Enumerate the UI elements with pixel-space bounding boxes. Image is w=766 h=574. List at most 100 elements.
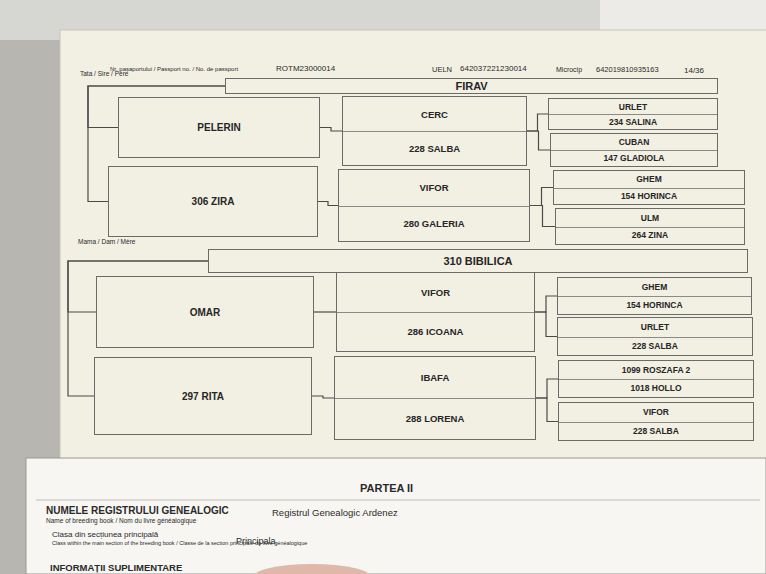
horse-name: OMAR: [190, 307, 221, 318]
text-cell: 1099 ROSZAFA 2: [559, 361, 753, 379]
dam-box: 306 ZIRA: [108, 166, 318, 237]
box-divider: [559, 422, 753, 423]
great-grandparents-box: VIFOR 228 SALBA: [558, 402, 754, 441]
great-grandparents-box: GHEM 154 HORINCA: [557, 277, 752, 315]
text-cell: 280 GALERIA: [339, 206, 529, 242]
pedigree-bracket: [527, 131, 550, 150]
text-cell: 288 LORENA: [335, 398, 535, 439]
box-divider: [559, 379, 753, 380]
pedigree-bracket: [68, 261, 208, 396]
sire-box: OMAR: [96, 276, 314, 348]
microchip-number: 642019810935163: [596, 65, 659, 74]
great-grandparents-box: URLET 228 SALBA: [557, 317, 753, 356]
horse-name: VIFOR: [421, 287, 450, 298]
horse-name: URLET: [619, 102, 647, 112]
text-cell: 228 SALBA: [559, 422, 753, 441]
dam-box: 297 RITA: [94, 357, 312, 435]
passport-number: ROTM23000014: [276, 64, 335, 73]
text-cell: 286 ICOANA: [337, 312, 534, 351]
horse-name: 154 HORINCA: [621, 191, 677, 201]
great-grandparents-box: URLET 234 SALINA: [548, 98, 718, 130]
field-label: Clasa din secțiunea principală: [52, 530, 158, 539]
field-label: NUMELE REGISTRULUI GENEALOGIC: [46, 505, 229, 516]
horse-name: 306 ZIRA: [192, 196, 235, 207]
great-grandparents-box: CUBAN 147 GLADIOLA: [550, 133, 718, 167]
pedigree-bracket: [530, 188, 553, 206]
pedigree-bracket: [530, 206, 555, 227]
horse-name: FIRAV: [455, 80, 487, 92]
grandparents-box: CERC228 SALBA: [342, 96, 527, 166]
horse-name: PELERIN: [197, 122, 240, 133]
horse-name: 310 BIBILICA: [443, 255, 512, 267]
text-cell: 228 SALBA: [558, 337, 752, 356]
pedigree-bracket: [312, 396, 334, 398]
horse-name: 147 GLADIOLA: [604, 153, 665, 163]
horse-name: 154 HORINCA: [626, 300, 682, 310]
text-cell: URLET: [558, 318, 752, 337]
section-heading: PARTEA II: [360, 482, 413, 494]
box-divider: [339, 206, 529, 207]
text-cell: CUBAN: [551, 134, 717, 150]
great-grandparents-box: GHEM 154 HORINCA: [553, 170, 745, 205]
text-cell: 234 SALINA: [549, 114, 717, 129]
text-cell: GHEM: [558, 278, 751, 296]
field-label: Microcip: [556, 66, 582, 73]
grandparents-box: VIFOR 280 GALERIA: [338, 169, 530, 242]
horse-name: CUBAN: [619, 137, 650, 147]
box-divider: [343, 131, 526, 132]
text-cell: 154 HORINCA: [558, 296, 751, 314]
text-cell: VIFOR: [339, 170, 529, 206]
horse-name: URLET: [641, 322, 669, 332]
pedigree-bracket: [68, 261, 208, 312]
horse-name-band: FIRAV: [225, 78, 718, 94]
pedigree-bracket: [535, 312, 557, 337]
grandparents-box: VIFOR 286 ICOANA: [336, 272, 535, 352]
text-cell: GHEM: [554, 171, 744, 188]
horse-name: ULM: [641, 213, 659, 223]
pedigree-bracket: [320, 128, 342, 132]
horse-name: 280 GALERIA: [403, 218, 464, 229]
text-cell: IBAFA: [335, 357, 535, 398]
horse-name: 228 SALBA: [633, 426, 679, 436]
page-number: 14/36: [684, 66, 704, 75]
field-label: INFORMAȚII SUPLIMENTARE: [50, 562, 182, 573]
box-divider: [549, 114, 717, 115]
horse-name: VIFOR: [419, 182, 448, 193]
field-label: Nr. pașaportului / Passport no. / No. de…: [110, 66, 238, 72]
horse-name: 1018 HOLLO: [630, 383, 681, 393]
horse-name-band: 310 BIBILICA: [208, 249, 748, 273]
pedigree-bracket: [314, 311, 336, 312]
field-label: Name of breeding book / Nom du livre gén…: [46, 517, 196, 524]
text-cell: 1018 HOLLO: [559, 379, 753, 397]
box-divider: [335, 398, 535, 399]
pedigree-bracket: [88, 86, 225, 128]
pedigree-bracket: [536, 379, 558, 398]
horse-name: 288 LORENA: [406, 413, 465, 424]
pedigree-bracket: [318, 202, 338, 206]
horse-name: 297 RITA: [182, 391, 224, 402]
box-divider: [554, 188, 744, 189]
field-value: Registrul Genealogic Ardenez: [272, 507, 398, 518]
horse-name: GHEM: [636, 174, 662, 184]
horse-name: IBAFA: [421, 372, 450, 383]
text-cell: VIFOR: [559, 403, 753, 422]
dam-label: Mama / Dam / Mère: [78, 238, 135, 245]
horse-name: GHEM: [642, 282, 668, 292]
pedigree-bracket: [527, 114, 548, 131]
text-cell: 154 HORINCA: [554, 188, 744, 205]
text-cell: 228 SALBA: [343, 131, 526, 165]
grandparents-box: IBAFA 288 LORENA: [334, 356, 536, 440]
box-divider: [558, 337, 752, 338]
box-divider: [551, 150, 717, 151]
field-value: Principala: [236, 536, 276, 546]
horse-name: VIFOR: [643, 407, 669, 417]
text-cell: URLET: [549, 99, 717, 114]
horse-name: 234 SALINA: [609, 117, 657, 127]
text-cell: 147 GLADIOLA: [551, 150, 717, 166]
ueln-number: 642037221230014: [460, 64, 527, 73]
great-grandparents-box: ULM264 ZINA: [555, 208, 745, 245]
box-divider: [556, 227, 744, 228]
great-grandparents-box: 1099 ROSZAFA 2 1018 HOLLO: [558, 360, 754, 398]
box-divider: [337, 312, 534, 313]
text-cell: VIFOR: [337, 273, 534, 312]
